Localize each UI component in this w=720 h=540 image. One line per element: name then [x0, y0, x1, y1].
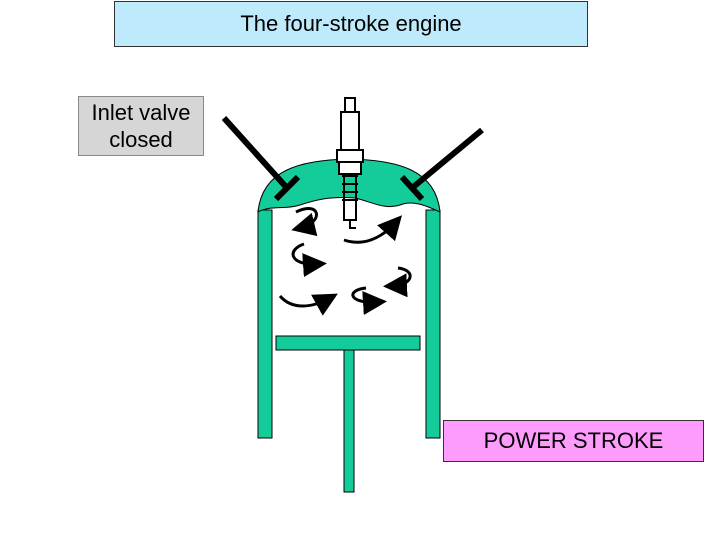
valve-status-text: Inlet valve closed [91, 100, 191, 152]
swirl-arrow-icon [291, 242, 327, 278]
exhaust-valve-icon [399, 127, 484, 202]
cylinder-head [257, 158, 441, 213]
inlet-valve-icon [221, 115, 301, 202]
cylinder-left-wall [257, 209, 273, 439]
swirl-arrow-icon [383, 266, 412, 298]
swirl-arrow-icon [351, 286, 387, 315]
swirl-arrow-icon [343, 215, 402, 244]
spark-plug-icon [336, 97, 364, 229]
piston-head [275, 335, 421, 351]
swirl-arrow-icon [278, 293, 338, 316]
connecting-rod [343, 349, 355, 493]
cylinder-right-wall [425, 209, 441, 439]
valve-status-label: Inlet valve closed [78, 96, 204, 156]
swirl-arrow-icon [291, 206, 318, 237]
diagram-title: The four-stroke engine [114, 1, 588, 47]
stroke-label: POWER STROKE [443, 420, 704, 462]
